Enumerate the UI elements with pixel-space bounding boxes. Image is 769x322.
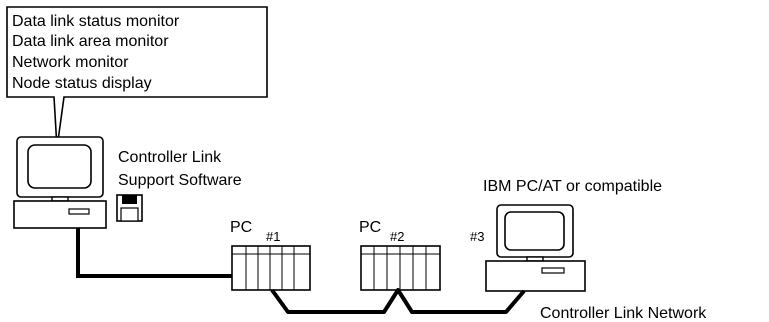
- floppy-disk-icon: [116, 194, 143, 222]
- pc-1: [231, 245, 311, 291]
- support-software-computer: [13, 136, 107, 229]
- ibm-pc-label: IBM PC/AT or compatible: [483, 178, 662, 195]
- callout-line-3: Network monitor: [12, 54, 129, 71]
- monitor-functions-callout: Data link status monitor Data link area …: [6, 6, 268, 149]
- controller-link-network-cable: [270, 288, 526, 314]
- ibm-pc-computer: [485, 204, 586, 292]
- pc-2: [360, 245, 441, 291]
- computer3-node-number: #3: [470, 229, 484, 244]
- pc2-label: PC: [359, 219, 381, 236]
- pc1-label: PC: [230, 219, 252, 236]
- callout-line-1: Data link status monitor: [12, 13, 180, 30]
- callout-line-4: Node status display: [12, 75, 152, 92]
- pc1-node-number: #1: [266, 229, 280, 244]
- software-label-line1: Controller Link: [118, 149, 222, 166]
- pc2-node-number: #2: [390, 229, 404, 244]
- software-label-line2: Support Software: [118, 172, 242, 189]
- network-label: Controller Link Network: [540, 305, 707, 322]
- callout-line-2: Data link area monitor: [12, 33, 169, 50]
